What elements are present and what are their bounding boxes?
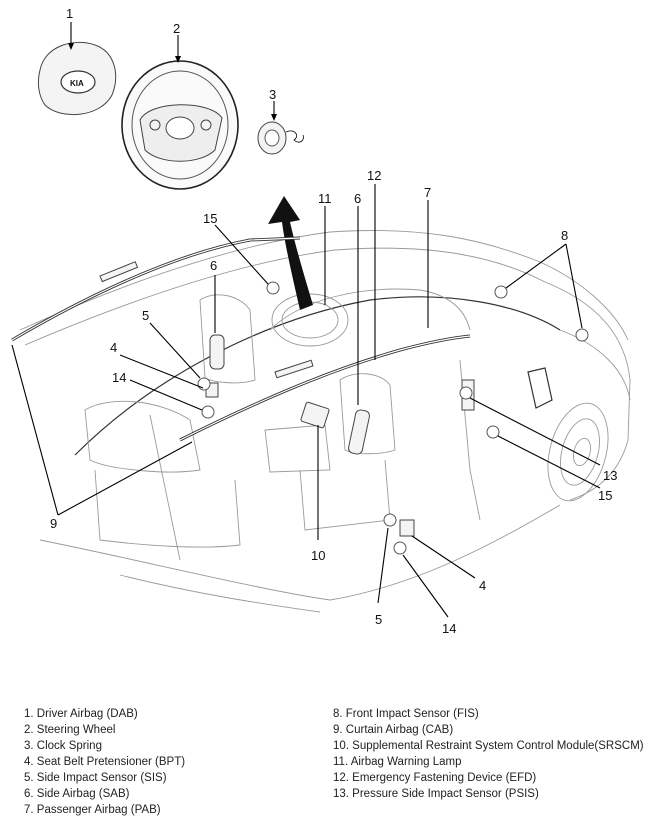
up-arrow-icon <box>268 196 313 310</box>
legend-left-column: 1. Driver Airbag (DAB) 2. Steering Wheel… <box>24 706 185 818</box>
callout-15-lower: 15 <box>598 488 612 503</box>
callout-5-upper: 5 <box>142 308 149 323</box>
callout-11: 11 <box>318 191 332 206</box>
psis-dot <box>459 386 473 400</box>
callout-2: 2 <box>173 21 180 36</box>
legend-item: 7. Passenger Airbag (PAB) <box>24 804 161 816</box>
callout-6-upper: 6 <box>210 258 217 273</box>
callout-6-front: 6 <box>354 191 361 206</box>
front-impact-sensor-dot-left <box>494 285 508 299</box>
legend-item: 2. Steering Wheel <box>24 724 116 736</box>
legend-item: 5. Side Impact Sensor (SIS) <box>24 772 167 784</box>
srs-component-diagram: KIA <box>11 6 631 636</box>
callout-3: 3 <box>269 87 276 102</box>
callout-14-upper: 14 <box>112 370 126 385</box>
curtain-dot <box>266 281 280 295</box>
side-impact-sensor-dot <box>197 377 211 391</box>
srscm <box>300 401 330 429</box>
sis-dot-front <box>383 513 397 527</box>
callout-13: 13 <box>603 468 617 483</box>
legend-item: 10. Supplemental Restraint System Contro… <box>333 740 644 752</box>
curtain-dot-front <box>486 425 500 439</box>
callout-4-upper: 4 <box>110 340 117 355</box>
side-airbag-front <box>348 409 370 455</box>
car-body-outline <box>19 230 631 613</box>
steering-wheel <box>121 60 239 190</box>
legend-item: 8. Front Impact Sensor (FIS) <box>333 708 479 720</box>
driver-airbag: KIA <box>37 41 117 116</box>
bpt-dot-front <box>393 541 407 555</box>
seat-belt-pretensioner-front <box>399 519 415 537</box>
legend-item: 3. Clock Spring <box>24 740 102 752</box>
callout-9: 9 <box>50 516 57 531</box>
legend-item: 12. Emergency Fastening Device (EFD) <box>333 772 537 784</box>
curtain-airbag <box>11 236 471 442</box>
legend-item: 9. Curtain Airbag (CAB) <box>333 724 454 736</box>
legend-item: 6. Side Airbag (SAB) <box>24 788 130 800</box>
kia-logo-icon <box>60 70 96 94</box>
legend-item: 4. Seat Belt Pretensioner (BPT) <box>24 756 186 768</box>
clock-spring <box>257 121 304 155</box>
legend-item: 11. Airbag Warning Lamp <box>333 756 462 768</box>
legend-item: 1. Driver Airbag (DAB) <box>24 708 138 720</box>
callout-4-lower: 4 <box>479 578 486 593</box>
callout-14-lower: 14 <box>442 621 456 636</box>
side-airbag-rear <box>209 334 225 370</box>
legend-item: 13. Pressure Side Impact Sensor (PSIS) <box>333 788 539 800</box>
callout-7: 7 <box>424 185 431 200</box>
seat-belt-dot <box>201 405 215 419</box>
callout-5-lower: 5 <box>375 612 382 627</box>
callout-8: 8 <box>561 228 568 243</box>
callout-10: 10 <box>311 548 325 563</box>
callout-1: 1 <box>66 6 73 21</box>
leader-lines <box>11 22 601 618</box>
callout-15-upper: 15 <box>203 211 217 226</box>
legend-right-column: 8. Front Impact Sensor (FIS) 9. Curtain … <box>333 706 644 802</box>
callout-12: 12 <box>367 168 381 183</box>
front-impact-sensor-dot-right <box>575 328 589 342</box>
svg-text:KIA: KIA <box>70 79 84 88</box>
